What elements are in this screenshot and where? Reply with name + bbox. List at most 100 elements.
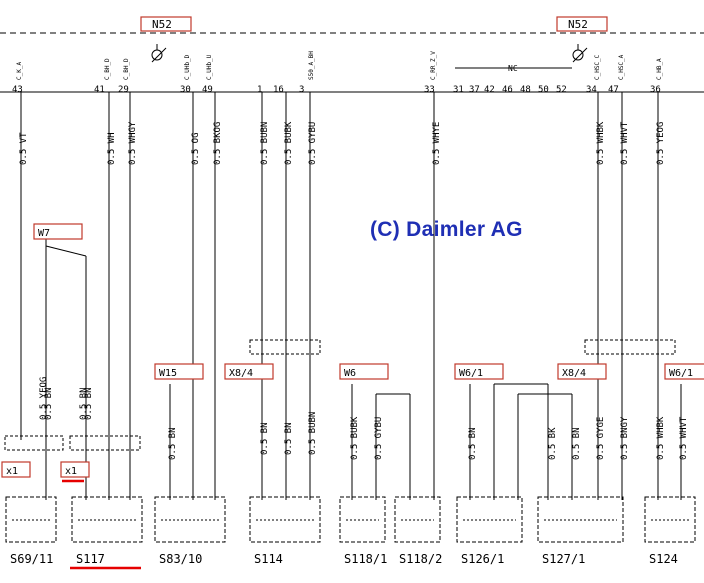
ground-icon-right <box>572 44 588 63</box>
header-box-n52-left: N52 <box>140 16 192 32</box>
signal-name: C_HSC_A <box>618 54 625 80</box>
header-box-n52-right: N52 <box>556 16 608 32</box>
svg-text:W15: W15 <box>159 368 177 379</box>
wire-label: 0.5 YEOG <box>656 122 666 165</box>
wire-label: 0.5 WHBK <box>656 416 666 460</box>
svg-text:S118/2: S118/2 <box>399 552 442 566</box>
pin-number: 29 <box>118 85 129 95</box>
pin-number: 34 <box>586 85 597 95</box>
wire-label: 0.5 BNGY <box>620 416 630 460</box>
signal-name: C_BH_D <box>123 58 130 80</box>
svg-text:S127/1: S127/1 <box>542 552 585 566</box>
signal-name: C_RR_Z_V <box>430 51 437 80</box>
x1-label-left: x1 <box>1 461 31 478</box>
signal-name: C_UHb_U <box>206 54 213 80</box>
wire-label: 0.5 BKOG <box>213 122 223 165</box>
svg-text:X8/4: X8/4 <box>562 368 586 379</box>
wire-label: 0.5 GYBU <box>308 122 318 165</box>
connector-block <box>4 435 64 451</box>
connector-label: W6/1 <box>664 363 704 380</box>
connector-block <box>249 339 321 355</box>
component-s127-1: S127/1 <box>537 496 624 566</box>
wire-label: 0.5 GYGE <box>596 417 606 460</box>
wire-label: 0.5 BN <box>168 427 178 460</box>
component-s69-11: S69/11 <box>5 496 57 566</box>
svg-text:S69/11: S69/11 <box>10 552 53 566</box>
wire-label: 0.5 WHYE <box>432 122 442 165</box>
signal-name: C_HB_A <box>656 58 663 80</box>
svg-text:S124: S124 <box>649 552 678 566</box>
wire-label: 0.5 BN <box>79 387 89 420</box>
wire-label: 0.5 WH <box>107 132 117 165</box>
pin-number: 49 <box>202 85 213 95</box>
connector-label: X8/4 <box>224 363 274 380</box>
signal-name: C_K_A <box>16 62 23 80</box>
svg-text:S118/1: S118/1 <box>344 552 387 566</box>
component-s126-1: S126/1 <box>456 496 523 566</box>
wire-label: 0.5 BN <box>468 427 478 460</box>
wire-labels: 0.5 VT 0.5 WH 0.5 WHGY 0.5 OG 0.5 BKOG 0.5 BU… <box>19 121 689 460</box>
svg-text:x1: x1 <box>65 466 77 477</box>
wire-label: 0.5 GYBU <box>374 417 384 460</box>
wire-label: 0.5 OG <box>191 132 201 165</box>
pin-number: 48 <box>520 85 531 95</box>
x1-label-right: x1 <box>60 461 90 478</box>
wire-label: 0.5 VT <box>19 132 29 165</box>
pin-number: 47 <box>608 85 619 95</box>
svg-text:S126/1: S126/1 <box>461 552 504 566</box>
pin-number: 3 <box>299 85 304 95</box>
pin-number: 52 <box>556 85 567 95</box>
connector-block <box>584 339 676 355</box>
connector-label: W15 <box>154 363 204 380</box>
pin-number: 30 <box>180 85 191 95</box>
signal-name: C_HSC_C <box>594 54 601 80</box>
pin-number: 16 <box>273 85 284 95</box>
connector-label: W7 <box>33 223 83 240</box>
svg-text:W6/1: W6/1 <box>669 368 693 379</box>
wire-label: 0.5 WHBK <box>596 121 606 165</box>
wire-label: 0.5 BN <box>84 387 94 420</box>
connector-label: X8/4 <box>557 363 607 380</box>
connector-label: W6/1 <box>454 363 504 380</box>
svg-text:W7: W7 <box>38 228 50 239</box>
component-s124: S124 <box>644 496 696 566</box>
ground-icon-left <box>151 44 167 63</box>
pin-number: 41 <box>94 85 105 95</box>
wire-label: 0.5 BN <box>260 422 270 455</box>
wire-label: 0.5 BN <box>572 427 582 460</box>
wire-label: 0.5 BN <box>44 387 54 420</box>
pin-number: 46 <box>502 85 513 95</box>
signal-name: S50_A_BH <box>308 51 315 80</box>
wire-label: 0.5 BUBN <box>308 412 318 455</box>
svg-text:S83/10: S83/10 <box>159 552 202 566</box>
svg-text:W6/1: W6/1 <box>459 368 483 379</box>
pin-number: 31 <box>453 85 464 95</box>
pin-number: 36 <box>650 85 661 95</box>
nc-label: NC <box>508 64 518 73</box>
connector-label: W6 <box>339 363 389 380</box>
pin-number: 37 <box>469 85 480 95</box>
wire-label: 0.5 BUBK <box>284 121 294 165</box>
wire-label: 0.5 YEOG <box>39 377 49 420</box>
wire-label: 0.5 WHVT <box>679 416 689 460</box>
wire-label: 0.5 BUBK <box>350 416 360 460</box>
wire-label: 0.5 BK <box>548 427 558 460</box>
signal-name: C_BH_D <box>104 58 111 80</box>
svg-text:x1: x1 <box>6 466 18 477</box>
component-s118-2: S118/2 <box>394 496 442 566</box>
wire-label: 0.5 WHGY <box>128 121 138 165</box>
wire-label: 0.5 WHVT <box>620 121 630 165</box>
component-s117: S117 <box>71 496 143 566</box>
svg-text:X8/4: X8/4 <box>229 368 253 379</box>
component-s114: S114 <box>249 496 321 566</box>
component-s118-1: S118/1 <box>339 496 387 566</box>
wires <box>4 92 682 500</box>
wire-label: 0.5 BN <box>284 422 294 455</box>
svg-text:N52: N52 <box>152 18 172 31</box>
connector-block <box>69 435 141 451</box>
